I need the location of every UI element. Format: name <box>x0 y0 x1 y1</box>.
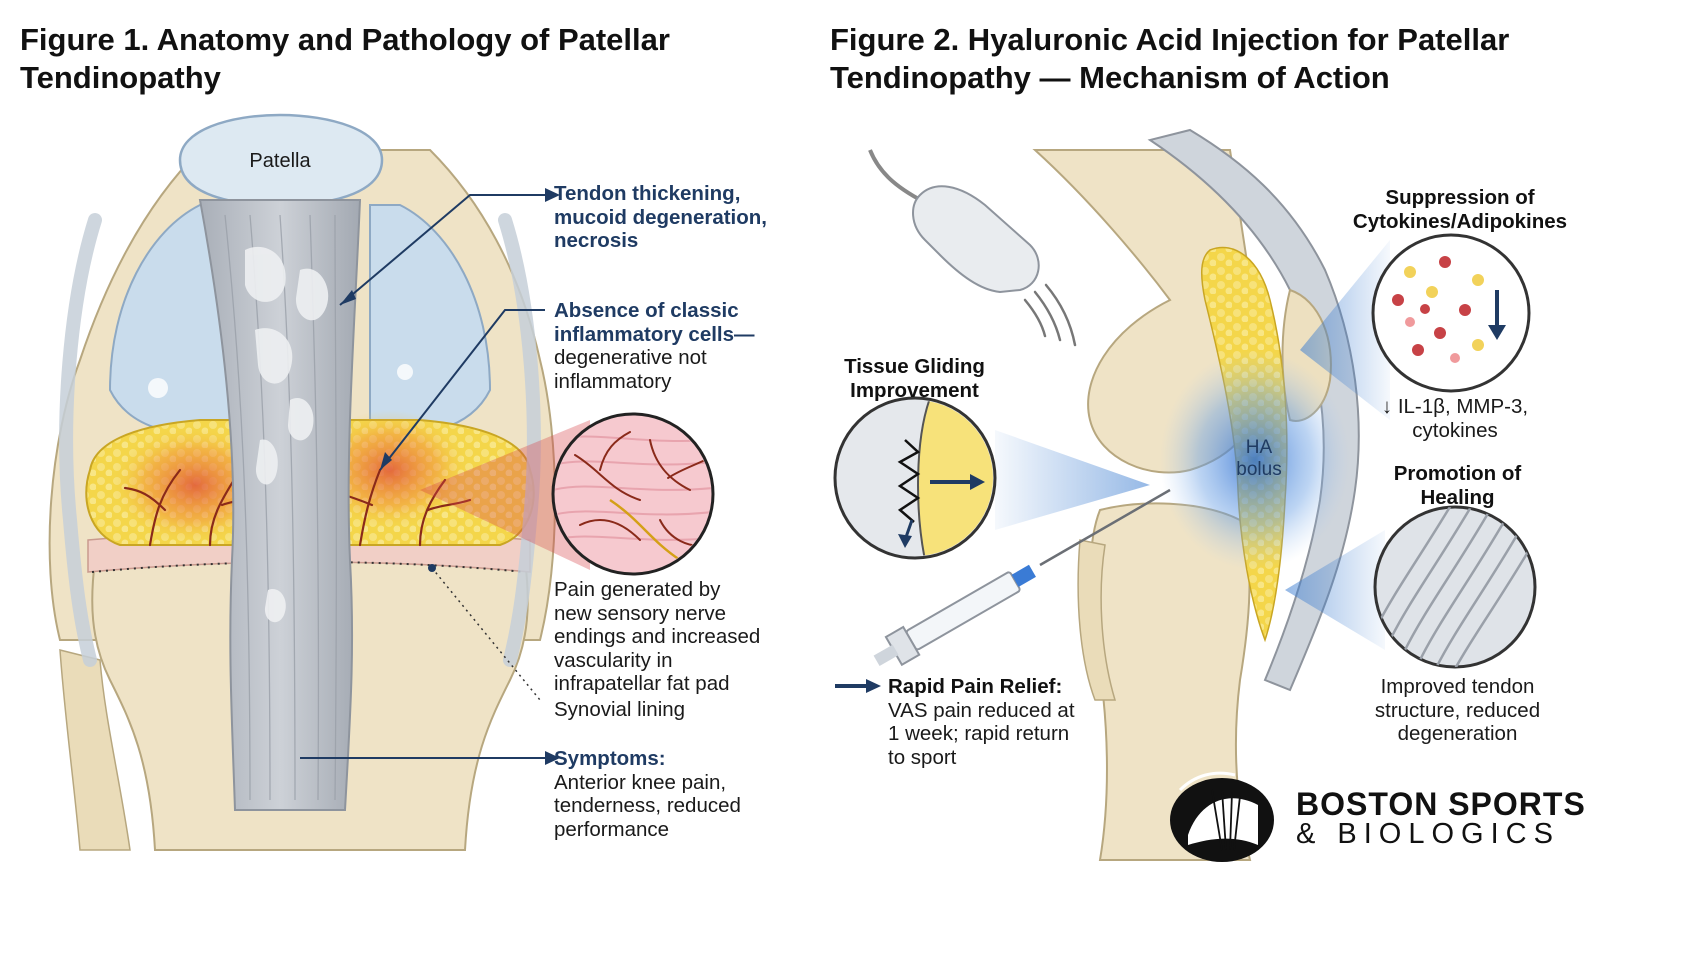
callout-symptoms-heading: Symptoms: <box>554 747 666 770</box>
callout-symptoms-line2: tenderness, reduced <box>554 794 741 817</box>
callout-thickening-line3: necrosis <box>554 229 639 252</box>
cytokine-dots <box>1392 256 1484 363</box>
gliding-line2: Improvement <box>850 378 979 402</box>
patella-label: Patella <box>249 150 311 172</box>
suppression-cone <box>1300 240 1390 420</box>
callout-absence-line1: degenerative not <box>554 346 707 369</box>
suppression-detail-line2: cytokines <box>1412 418 1498 442</box>
healing-cone <box>1285 530 1385 650</box>
callout-thickening-line2: mucoid degeneration, <box>554 205 767 229</box>
suppression-detail: ↓ IL-1β, MMP-3, cytokines <box>1355 395 1555 442</box>
nerve-zoom-cone <box>420 420 590 570</box>
gliding-line1: Tissue Gliding <box>844 355 985 378</box>
healing-detail-line2: structure, reduced <box>1374 698 1541 722</box>
healing-label: Promotion of Healing <box>1360 462 1555 509</box>
healing-line1: Promotion of <box>1393 462 1522 485</box>
patellar-tendon <box>198 199 362 811</box>
relief-line2: 1 week; rapid return <box>888 722 1070 745</box>
callout-absence-bold2: inflammatory cells— <box>554 322 755 346</box>
figure1-callout-lines <box>300 188 715 765</box>
gliding-cone <box>995 430 1150 530</box>
figure1-title-line1: Figure 1. Anatomy and Pathology of Patel… <box>20 22 670 57</box>
logo-line1: BOSTON SPORTS <box>1296 786 1586 822</box>
relief-line3: to sport <box>888 745 957 769</box>
relief-line1: VAS pain reduced at <box>888 698 1075 722</box>
ha-bolus-glow <box>1160 350 1350 570</box>
callout-pain-line4: vascularity in <box>554 648 673 672</box>
callout-pain-generated: Pain generated by new sensory nerve endi… <box>554 578 760 696</box>
ha-bolus-line1: HA <box>1245 437 1273 458</box>
rapid-pain-relief: Rapid Pain Relief: VAS pain reduced at 1… <box>888 675 1075 769</box>
figure2-title-line2: Tendinopathy — Mechanism of Action <box>830 60 1390 95</box>
cytokine-circle <box>1371 233 1531 393</box>
figure2-title-line1: Figure 2. Hyaluronic Acid Injection for … <box>830 22 1510 57</box>
callout-pain-line5: infrapatellar fat pad <box>554 672 730 695</box>
callout-tendon-thickening: Tendon thickening, mucoid degeneration, … <box>554 182 767 253</box>
healing-detail-line3: degeneration <box>1397 722 1518 745</box>
callout-absence-line2: inflammatory <box>554 369 672 393</box>
healing-line2: Healing <box>1420 485 1495 509</box>
callout-synovial-lining: Synovial lining <box>554 698 685 722</box>
callout-thickening-line1: Tendon thickening, <box>554 182 741 205</box>
healing-detail-line1: Improved tendon <box>1380 675 1535 698</box>
tissue-gliding-label: Tissue Gliding Improvement <box>822 355 1007 402</box>
figure2-injection-illustration <box>833 128 1537 862</box>
figure1-title: Figure 1. Anatomy and Pathology of Patel… <box>20 21 670 97</box>
callout-absence-bold1: Absence of classic <box>554 299 739 322</box>
suppression-label: Suppression of Cytokines/Adipokines <box>1340 186 1580 233</box>
callout-symptoms-line3: performance <box>554 817 670 841</box>
callout-symptoms-line1: Anterior knee pain, <box>554 770 727 794</box>
ha-bolus-label: HA bolus <box>1224 437 1294 481</box>
callout-symptoms: Symptoms: Anterior knee pain, tenderness… <box>554 747 741 841</box>
callout-pain-line2: new sensory nerve <box>554 601 727 625</box>
ha-bolus-line2: bolus <box>1236 459 1282 480</box>
healing-detail: Improved tendon structure, reduced degen… <box>1355 675 1560 746</box>
suppression-line1: Suppression of <box>1385 186 1535 209</box>
logo-line2: & BIOLOGICS <box>1296 818 1560 850</box>
suppression-detail-line1: ↓ IL-1β, MMP-3, <box>1381 395 1529 418</box>
relief-heading: Rapid Pain Relief: <box>888 675 1063 698</box>
figure1-knee-illustration <box>48 113 556 851</box>
ultrasound-probe <box>912 185 1040 294</box>
figure1-title-line2: Tendinopathy <box>20 60 221 95</box>
callout-absence-inflammatory: Absence of classic inflammatory cells— d… <box>554 299 755 393</box>
syringe <box>873 564 1036 667</box>
callout-pain-line3: endings and increased <box>554 625 761 648</box>
needle <box>1039 488 1171 567</box>
callout-pain-line1: Pain generated by <box>554 578 721 601</box>
logo-mark <box>1170 771 1274 862</box>
callout-synovial-line1: Synovial lining <box>554 698 686 721</box>
figure2-title: Figure 2. Hyaluronic Acid Injection for … <box>830 21 1509 97</box>
suppression-line2: Cytokines/Adipokines <box>1352 209 1568 233</box>
